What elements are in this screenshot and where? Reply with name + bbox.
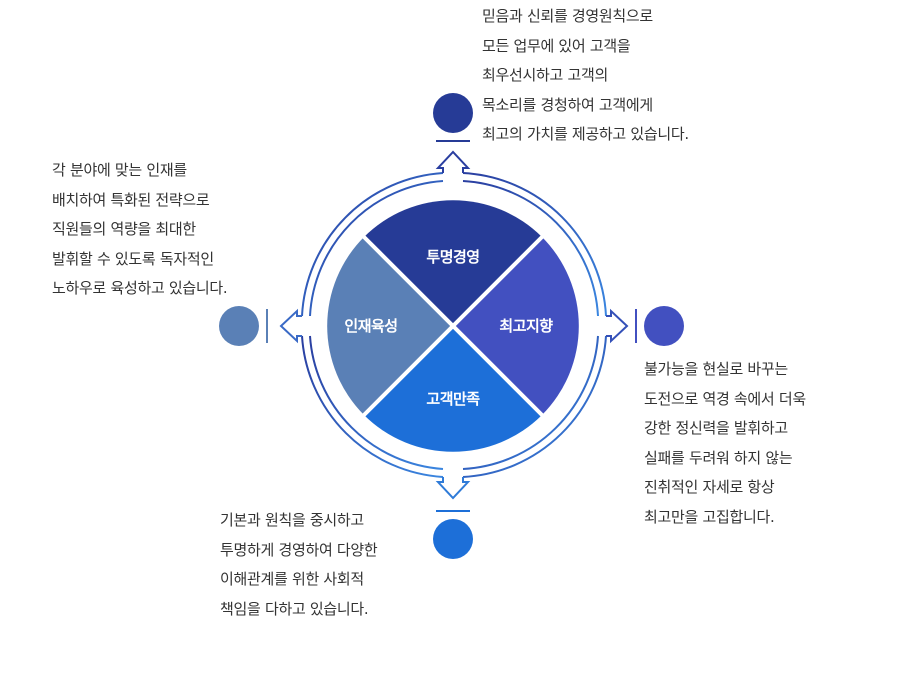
description-bottom: 기본과 원칙을 중시하고 투명하게 경영하여 다양한 이해관계를 위한 사회적 … <box>220 506 378 624</box>
dot-top <box>433 93 473 133</box>
outer-ring <box>301 172 607 478</box>
indicator-right <box>635 306 684 346</box>
segment-right <box>453 237 579 415</box>
ring-arc-top-right-inner <box>462 180 599 317</box>
indicator-bottom <box>433 510 473 559</box>
ring-arc-bottom-left <box>301 335 444 478</box>
segment-label-bottom: 고객만족 <box>426 390 480 408</box>
arrow-up-icon <box>435 150 471 173</box>
segment-left <box>327 237 453 415</box>
description-line: 최고만을 고집합니다. <box>644 507 775 526</box>
ring-arc-bottom-left-inner <box>309 335 444 470</box>
arrowheads <box>279 150 629 500</box>
segment-bottom <box>364 326 542 452</box>
description-line: 직원들의 역량을 최대한 <box>52 220 196 238</box>
description-line: 진취적인 자세로 항상 <box>644 478 775 496</box>
description-line: 목소리를 경청하여 고객에게 <box>482 95 653 114</box>
ring-arc-top-right <box>462 172 607 317</box>
description-line: 강한 정신력을 발휘하고 <box>644 419 788 437</box>
description-line: 불가능을 현실로 바꾸는 <box>644 360 788 378</box>
ring-arc-right-bottom-inner <box>462 335 599 470</box>
description-right: 불가능을 현실로 바꾸는 도전으로 역경 속에서 더욱 강한 정신력을 발휘하고… <box>644 355 806 532</box>
description-line: 각 분야에 맞는 인재를 <box>52 161 187 179</box>
ring-arc-left-top-inner <box>309 180 444 317</box>
arrow-right-icon <box>606 308 629 344</box>
segment-label-right: 최고지향 <box>499 317 553 335</box>
ring-arc-left-top <box>301 172 444 317</box>
description-top: 믿음과 신뢰를 경영원칙으로 모든 업무에 있어 고객을 최우선시하고 고객의 … <box>482 2 689 150</box>
description-line: 배치하여 특화된 전략으로 <box>52 190 210 209</box>
description-line: 최우선시하고 고객의 <box>482 66 608 84</box>
segment-label-top: 투명경영 <box>426 248 479 266</box>
description-left: 각 분야에 맞는 인재를 배치하여 특화된 전략으로 직원들의 역량을 최대한 … <box>52 156 228 304</box>
indicator-top <box>433 93 473 142</box>
description-line: 이해관계를 위한 사회적 <box>220 570 364 588</box>
description-line: 최고의 가치를 제공하고 있습니다. <box>482 125 689 143</box>
ring-arc-right-bottom <box>462 335 607 478</box>
description-line: 기본과 원칙을 중시하고 <box>220 511 364 529</box>
dot-left <box>219 306 259 346</box>
indicator-left <box>219 306 268 346</box>
description-line: 도전으로 역경 속에서 더욱 <box>644 389 806 408</box>
description-line: 발휘할 수 있도록 독자적인 <box>52 249 214 268</box>
description-line: 믿음과 신뢰를 경영원칙으로 <box>482 7 653 25</box>
segment-top <box>364 200 542 326</box>
arrow-left-icon <box>279 308 302 344</box>
description-line: 모든 업무에 있어 고객을 <box>482 36 631 55</box>
description-line: 투명하게 경영하여 다양한 <box>220 540 378 559</box>
segment-label-left: 인재육성 <box>344 317 397 335</box>
dot-bottom <box>433 519 473 559</box>
description-line: 실패를 두려워 하지 않는 <box>644 448 793 467</box>
description-line: 책임을 다하고 있습니다. <box>220 599 369 618</box>
dot-right <box>644 306 684 346</box>
arrow-down-icon <box>435 477 471 500</box>
center-disc: 투명경영 최고지향 고객만족 인재육성 <box>327 200 579 452</box>
description-line: 노하우로 육성하고 있습니다. <box>52 279 228 297</box>
